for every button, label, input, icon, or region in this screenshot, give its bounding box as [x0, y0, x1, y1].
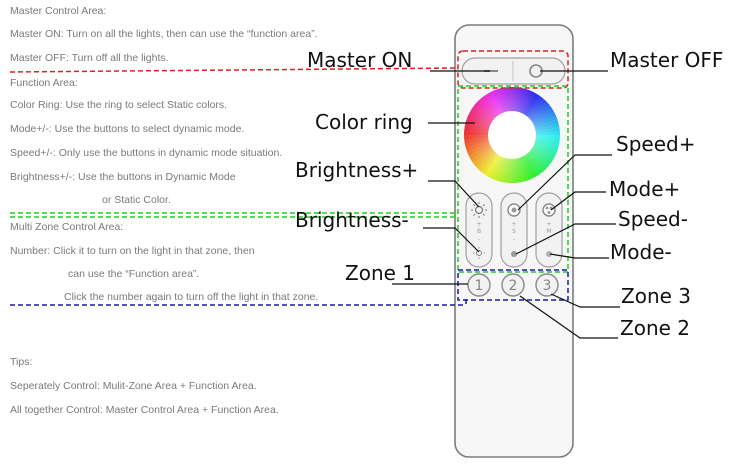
zone-1-button[interactable]: 1: [467, 273, 491, 297]
svg-text:-: -: [548, 236, 550, 243]
brightness-minus-label: Brightness-: [295, 208, 409, 232]
tip-separately: Seperately Control: Mulit-Zone Area + Fu…: [10, 380, 257, 392]
svg-text:-: -: [513, 236, 515, 243]
number-desc: Number: Click it to turn on the light in…: [10, 245, 255, 257]
zone-area-box: [457, 269, 569, 301]
mode-minus-dot-icon: [546, 251, 552, 257]
tip-together: All together Control: Master Control Are…: [10, 404, 279, 416]
number-desc-cont-2: Click the number again to turn off the l…: [64, 291, 319, 303]
master-dashed-line: [9, 67, 459, 73]
master-on-desc: Master ON: Turn on all the lights, then …: [10, 28, 318, 40]
master-area-title: Master Control Area:: [10, 5, 107, 17]
master-area-box: [457, 50, 569, 89]
master-off-desc: Master OFF: Turn off all the lights.: [10, 52, 169, 64]
svg-text:-: -: [478, 236, 480, 243]
speed-minus-button[interactable]: [511, 251, 517, 257]
function-area-title: Function Area:: [10, 77, 78, 89]
brightness-desc: Brightness+/-: Use the buttons in Dynami…: [10, 171, 236, 183]
leader-lines: [392, 70, 620, 339]
master-on-label: Master ON: [307, 48, 413, 72]
brightness-desc-cont: or Static Color.: [102, 194, 171, 206]
speed-minus-dot-icon: [511, 251, 517, 257]
zone-2-label: Zone 2: [620, 316, 690, 340]
mode-desc: Mode+/-: Use the buttons to select dynam…: [10, 123, 245, 135]
color-ring-center: [488, 111, 536, 159]
zone-2-button[interactable]: 2: [501, 273, 525, 297]
zone-1-number: 1: [475, 278, 484, 294]
function-area-box: [457, 85, 569, 273]
svg-text:+: +: [511, 221, 516, 228]
brightness-plus-label: Brightness+: [295, 158, 419, 182]
zone-2-number: 2: [509, 278, 518, 294]
dim-sun-icon: [476, 250, 482, 256]
color-ring-label: Color ring: [315, 110, 413, 134]
speed-plus-label: Speed+: [616, 132, 696, 156]
tips-title: Tips:: [10, 356, 33, 368]
palette-icon: [542, 203, 556, 217]
mode-minus-label: Mode-: [610, 240, 672, 264]
svg-text:+: +: [546, 221, 551, 228]
mode-minus-button[interactable]: [546, 251, 552, 257]
mode-plus-label: Mode+: [609, 177, 681, 201]
brightness-letter: B: [477, 228, 481, 235]
speed-minus-label: Speed-: [618, 207, 688, 231]
multizone-area-title: Multi Zone Control Area:: [10, 221, 124, 233]
zone-1-label: Zone 1: [345, 261, 415, 285]
speed-desc: Speed+/-: Only use the buttons in dynami…: [10, 147, 283, 159]
pill-mid-labels: + B - + S - + M -: [476, 221, 551, 243]
zone-3-number: 3: [543, 278, 552, 294]
speed-plus-button[interactable]: [507, 203, 521, 217]
sun-rays: [471, 202, 487, 218]
zone-3-button[interactable]: 3: [535, 273, 559, 297]
svg-text:+: +: [476, 221, 481, 228]
zone-3-label: Zone 3: [621, 284, 691, 308]
master-off-label: Master OFF: [610, 48, 724, 72]
brightness-minus-button[interactable]: [473, 247, 485, 259]
color-ring-desc: Color Ring: Use the ring to select Stati…: [10, 99, 228, 111]
speed-letter: S: [512, 228, 516, 235]
mode-letter: M: [546, 228, 551, 235]
number-desc-cont: can use the “Function area”.: [68, 268, 200, 280]
mode-plus-button[interactable]: [542, 203, 556, 217]
brightness-pill: [465, 192, 493, 268]
